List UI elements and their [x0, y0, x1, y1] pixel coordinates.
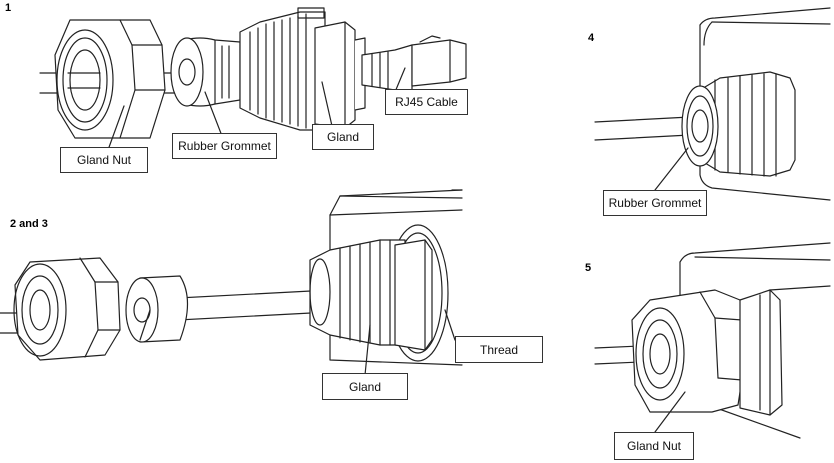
step23-rubber-grommet [125, 275, 189, 343]
step1-rj45-plug [361, 35, 467, 96]
label-rubber-grommet-step4: Rubber Grommet [603, 190, 707, 216]
step4-gland [681, 71, 796, 177]
step-number-1: 1 [5, 2, 12, 14]
step23-gland-nut [13, 257, 121, 361]
label-gland-nut-step1: Gland Nut [60, 147, 148, 173]
step1-rubber-grommet [170, 37, 241, 107]
step23-exploded-view [0, 189, 463, 376]
label-gland-nut-step5: Gland Nut [614, 432, 694, 460]
label-gland-step23: Gland [322, 373, 408, 400]
step-number-4: 4 [588, 32, 595, 44]
step5-view [594, 242, 831, 439]
label-rj45-cable: RJ45 Cable [385, 89, 468, 115]
step1-gland-nut [54, 19, 166, 139]
step5-cable [594, 345, 641, 365]
step4-view [594, 7, 831, 201]
step1-gland-body [239, 7, 366, 131]
label-rubber-grommet-step1: Rubber Grommet [172, 133, 277, 159]
step4-device-housing [699, 7, 831, 201]
step-number-5: 5 [585, 262, 592, 274]
step-number-2-and-3: 2 and 3 [10, 218, 48, 230]
step23-gland [309, 239, 433, 351]
step5-gland-nut [631, 289, 783, 416]
label-thread: Thread [455, 336, 543, 363]
step4-cable [594, 116, 691, 141]
label-gland-step1: Gland [312, 124, 374, 150]
step1-exploded-view [39, 7, 467, 151]
